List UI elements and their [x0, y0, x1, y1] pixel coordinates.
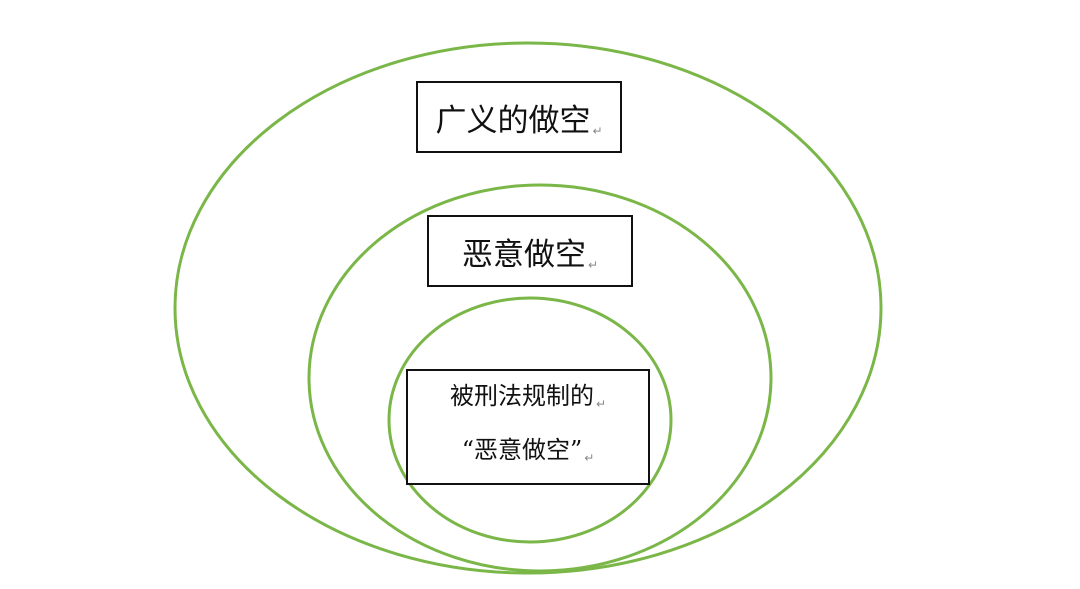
inner-label-box: 被刑法规制的↵ “恶意做空”↵ — [406, 369, 650, 485]
inner-label-text-1: 被刑法规制的 — [449, 382, 594, 410]
paragraph-mark-icon: ↵ — [587, 257, 599, 272]
inner-ellipse — [387, 296, 673, 544]
middle-label-line: 恶意做空↵ — [462, 229, 598, 274]
inner-label-line-2: “恶意做空”↵ — [462, 427, 595, 481]
inner-label-line-1: 被刑法规制的↵ — [450, 373, 606, 427]
outer-label-box: 广义的做空↵ — [416, 81, 622, 153]
paragraph-mark-icon: ↵ — [592, 123, 603, 138]
inner-label-text-2: “恶意做空” — [461, 436, 583, 464]
middle-ellipse — [307, 183, 773, 573]
middle-label-box: 恶意做空↵ — [427, 215, 633, 287]
outer-ellipse — [173, 41, 883, 575]
outer-label-line: 广义的做空↵ — [435, 95, 602, 140]
outer-label-text: 广义的做空 — [435, 102, 591, 139]
paragraph-mark-icon: ↵ — [595, 397, 607, 411]
middle-label-text: 恶意做空 — [461, 236, 586, 273]
paragraph-mark-icon: ↵ — [584, 451, 595, 465]
